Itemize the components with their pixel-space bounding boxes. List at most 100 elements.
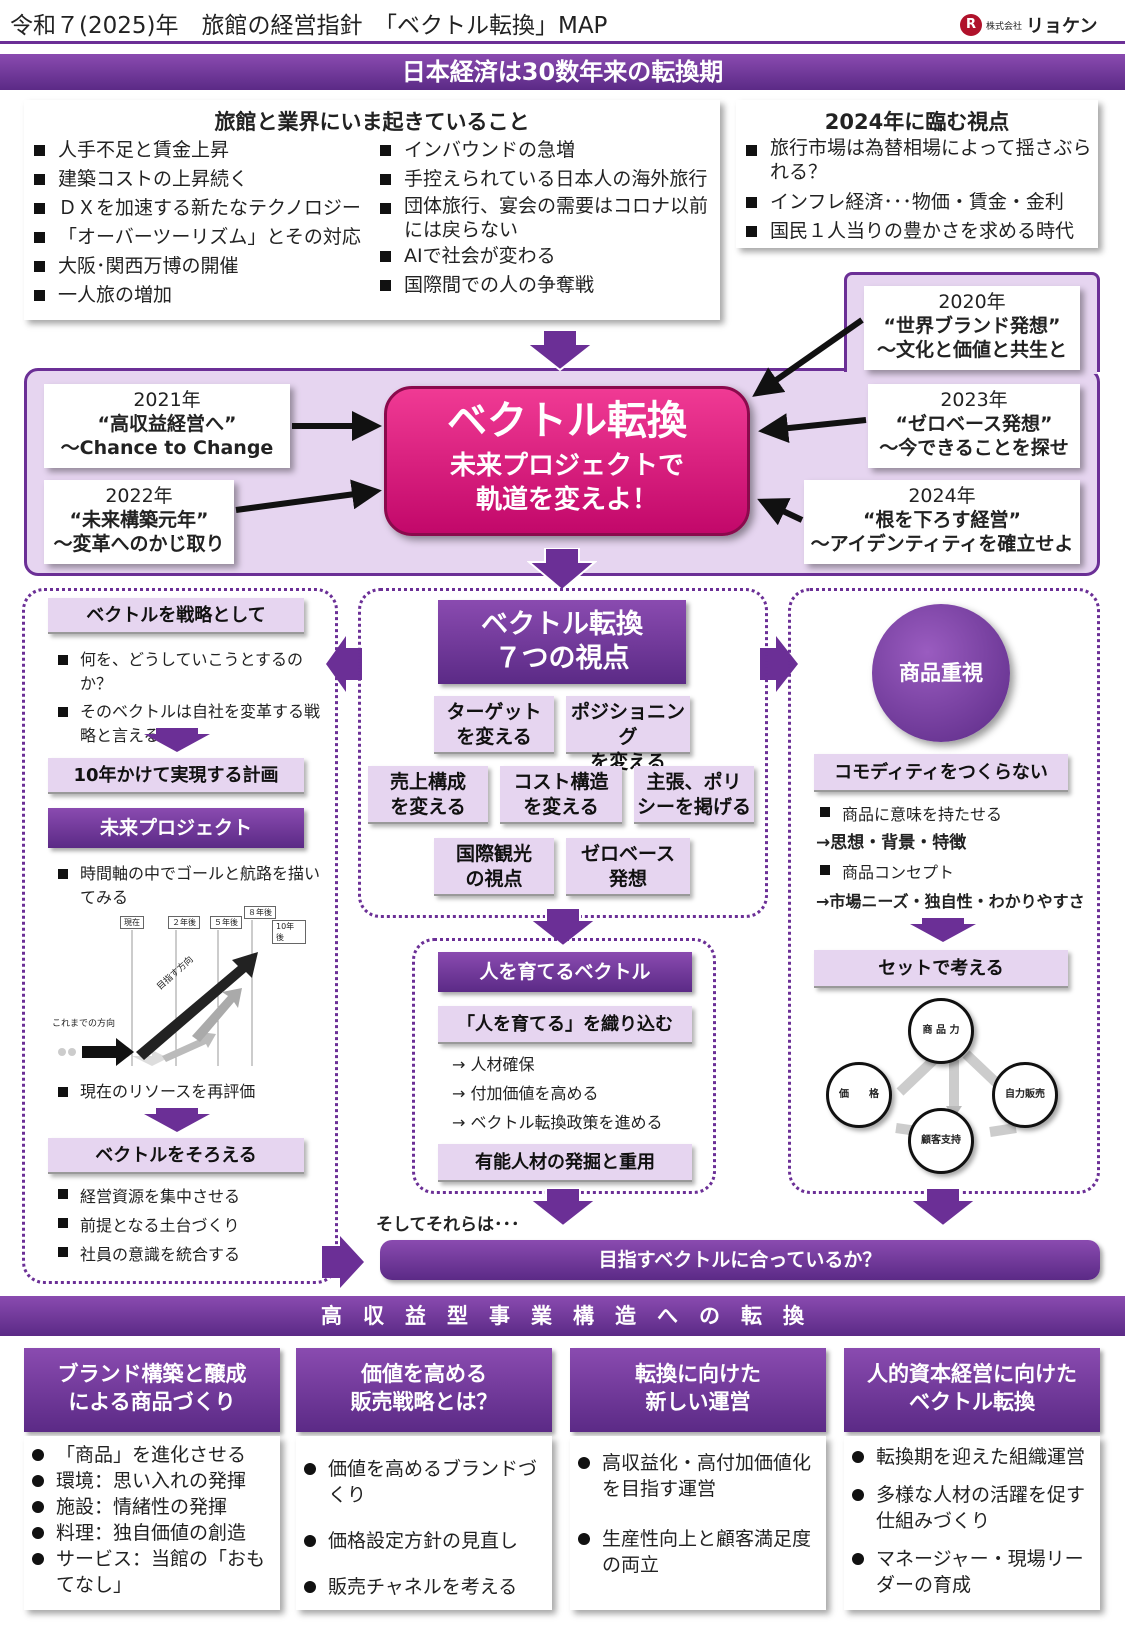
strategy-label: ベクトルを戦略として bbox=[48, 598, 304, 634]
year-2020-box: 2020年 “世界ブランド発想” ～文化と価値と共生と bbox=[864, 286, 1080, 370]
future-list: 時間軸の中でゴールと航路を描いてみる bbox=[54, 862, 326, 910]
people-vector: 人を育てるベクトル bbox=[438, 952, 692, 992]
view-line: を変える bbox=[390, 796, 466, 818]
year-slogan: “世界ブランド発想” bbox=[883, 315, 1061, 337]
view-line: を変える bbox=[523, 796, 599, 818]
arrow-item: → 付加価値を高める bbox=[452, 1079, 702, 1108]
past-direction-label: これまでの方向 bbox=[52, 1019, 116, 1029]
logo-small-text: 株式会社 bbox=[986, 21, 1023, 32]
view-line: ターゲット bbox=[446, 701, 542, 723]
list-item: インバウンドの急増 bbox=[376, 136, 712, 165]
year-subslogan: ～文化と価値と共生と bbox=[876, 339, 1067, 361]
list-item: 価格設定方針の見直し bbox=[300, 1528, 550, 1554]
center-sub1: 未来プロジェクトで bbox=[449, 451, 684, 481]
view-line: の視点 bbox=[465, 868, 523, 890]
therefore-label: そしてそれらは･･･ bbox=[376, 1215, 520, 1235]
bottom-list: 高収益化・高付加価値化を目指す運営 生産性向上と顧客満足度の両立 bbox=[574, 1450, 824, 1578]
list-item: 転換期を迎えた組織運営 bbox=[848, 1444, 1098, 1470]
bottom-title-line: ベクトル転換 bbox=[909, 1390, 1035, 1414]
list-item: 生産性向上と顧客満足度の両立 bbox=[574, 1526, 824, 1578]
arrow-2022 bbox=[235, 479, 382, 513]
list-item: インフレ経済･･･物価・賃金・金利 bbox=[742, 188, 1092, 217]
list-item: 料理：独自価値の創造 bbox=[28, 1520, 278, 1546]
bottom-title-line: 価値を高める bbox=[361, 1362, 487, 1386]
view-line: シーを掲げる bbox=[636, 796, 751, 818]
check-vector-bar: 目指すベクトルに合っているか？ bbox=[380, 1240, 1100, 1280]
list-item: 時間軸の中でゴールと航路を描いてみる bbox=[54, 862, 326, 910]
year-label: 2023年 bbox=[940, 389, 1008, 411]
product-list: 商品に意味を持たせる →思想・背景・特徴 商品コンセプト →市場ニーズ・独自性・… bbox=[816, 800, 1096, 916]
arrow-2023 bbox=[758, 413, 867, 444]
year-2021-box: 2021年 “高収益経営へ” ～Chance to Change bbox=[44, 384, 290, 468]
bottom-list: 「商品」を進化させる 環境：思い入れの発揮 施設：情緒性の発揮 料理：独自価値の… bbox=[28, 1442, 278, 1598]
year-subslogan: ～Chance to Change bbox=[60, 437, 274, 459]
year-subslogan: ～アイデンティティを確立せよ bbox=[810, 533, 1074, 555]
list-item: 一人旅の増加 bbox=[30, 281, 370, 310]
view-target: ターゲットを変える bbox=[434, 696, 554, 754]
year-2022-box: 2022年 “未来構築元年” ～変革へのかじ取り bbox=[44, 480, 234, 564]
industry-list-left: 人手不足と賃金上昇 建築コストの上昇続く ＤＸを加速する新たなテクノロジー 「オ… bbox=[30, 136, 370, 310]
page-header: 令和７(2025)年 旅館の経営指針 「ベクトル転換」MAP R 株式会社 リョ… bbox=[0, 0, 1125, 44]
view-line: を変える bbox=[456, 726, 532, 748]
seven-views-title-2: ７つの視点 bbox=[494, 643, 630, 674]
arrow-2020 bbox=[752, 317, 864, 397]
view-line: 売上構成 bbox=[389, 771, 466, 793]
list-item: 販売チャネルを考える bbox=[300, 1574, 550, 1600]
bottom-title-line: 販売戦略とは？ bbox=[350, 1390, 498, 1414]
timeline-8y: ８年後 bbox=[244, 906, 276, 919]
view-line: 国際観光 bbox=[455, 843, 532, 865]
arrow-left-side bbox=[326, 636, 362, 692]
industry-box: 旅館と業界にいま起きていること 人手不足と賃金上昇 建築コストの上昇続く ＤＸを… bbox=[24, 100, 720, 320]
list-item: 「商品」を進化させる bbox=[28, 1442, 278, 1468]
industry-heading: 旅館と業界にいま起きていること bbox=[214, 110, 530, 134]
cycle-label: 顧客支持 bbox=[921, 1135, 961, 1146]
bottom-box-value: 価値を高めるブランドづくり 価格設定方針の見直し 販売チャネルを考える bbox=[296, 1436, 552, 1610]
ten-year-plan: 10年かけて実現する計画 bbox=[48, 758, 304, 794]
arrow-down-right-1 bbox=[910, 918, 976, 942]
list-item: 高収益化・高付加価値化を目指す運営 bbox=[574, 1450, 824, 1502]
vector-shift-center: ベクトル転換 未来プロジェクトで 軌道を変えよ！ bbox=[384, 386, 750, 536]
future-diagram: 現在 ２年後 ５年後 ８年後 10年後 これまでの方向 目指す方向 bbox=[52, 906, 306, 1076]
cycle-label: 価 格 bbox=[839, 1089, 879, 1100]
product-focus-label: 商品重視 bbox=[899, 661, 983, 685]
list-item: 団体旅行、宴会の需要はコロナ以前には戻らない bbox=[376, 194, 712, 242]
seven-views-title: ベクトル転換 ７つの視点 bbox=[438, 600, 686, 684]
bottom-box-brand: 「商品」を進化させる 環境：思い入れの発揮 施設：情緒性の発揮 料理：独自価値の… bbox=[24, 1436, 280, 1610]
view-positioning: ポジショニングを変える bbox=[566, 696, 690, 773]
view-international: 国際観光の視点 bbox=[434, 838, 554, 896]
arrow-right-bottom bbox=[322, 1236, 364, 1288]
arrow-item-text: 人材確保 bbox=[470, 1055, 535, 1074]
list-item: 何を、どうしていこうとするのか？ bbox=[54, 648, 326, 696]
year-subslogan: ～今できることを探せ bbox=[879, 437, 1069, 459]
timeline-now: 現在 bbox=[120, 916, 144, 929]
year-slogan: “根を下ろす経営” bbox=[863, 509, 1021, 531]
banner-high-profit: 高 収 益 型 事 業 構 造 へ の 転 換 bbox=[0, 1296, 1125, 1336]
arrow-down-2 bbox=[527, 548, 597, 592]
logo-mark-icon: R bbox=[960, 14, 982, 36]
timeline-10y: 10年後 bbox=[272, 920, 306, 944]
year-slogan: “未来構築元年” bbox=[69, 509, 209, 531]
future-diagram-graphic bbox=[58, 920, 258, 1066]
view-line: 発想 bbox=[608, 868, 647, 890]
year-label: 2021年 bbox=[133, 389, 201, 411]
list-item: AIで社会が変わる bbox=[376, 242, 712, 271]
list-item: 手控えられている日本人の海外旅行 bbox=[376, 165, 712, 194]
view-2024-heading: 2024年に臨む視点 bbox=[824, 110, 1010, 134]
arrow-right-icon: → bbox=[452, 1113, 471, 1132]
arrow-item: → 人材確保 bbox=[452, 1050, 702, 1079]
list-item: 旅行市場は為替相場によって揺さぶられる？ bbox=[742, 136, 1092, 184]
company-logo: R 株式会社 リョケン bbox=[960, 12, 1097, 38]
view-line: コスト構造 bbox=[513, 771, 609, 793]
year-slogan: “高収益経営へ” bbox=[97, 413, 237, 435]
year-label: 2020年 bbox=[938, 291, 1006, 313]
seven-views-title-1: ベクトル転換 bbox=[481, 609, 643, 640]
list-item: 国際間での人の争奪戦 bbox=[376, 271, 712, 300]
cycle-label: 自力販売 bbox=[1005, 1089, 1045, 1100]
bottom-title-line: 新しい運営 bbox=[645, 1390, 751, 1414]
bottom-title-human-capital: 人的資本経営に向けたベクトル転換 bbox=[844, 1348, 1100, 1432]
list-item: 大阪･関西万博の開催 bbox=[30, 252, 370, 281]
list-item: 建築コストの上昇続く bbox=[30, 165, 370, 194]
view-zero-base: ゼロベース発想 bbox=[566, 838, 690, 896]
industry-list-right: インバウンドの急増 手控えられている日本人の海外旅行 団体旅行、宴会の需要はコロ… bbox=[376, 136, 712, 300]
list-item: 社員の意識を統合する bbox=[54, 1240, 326, 1269]
